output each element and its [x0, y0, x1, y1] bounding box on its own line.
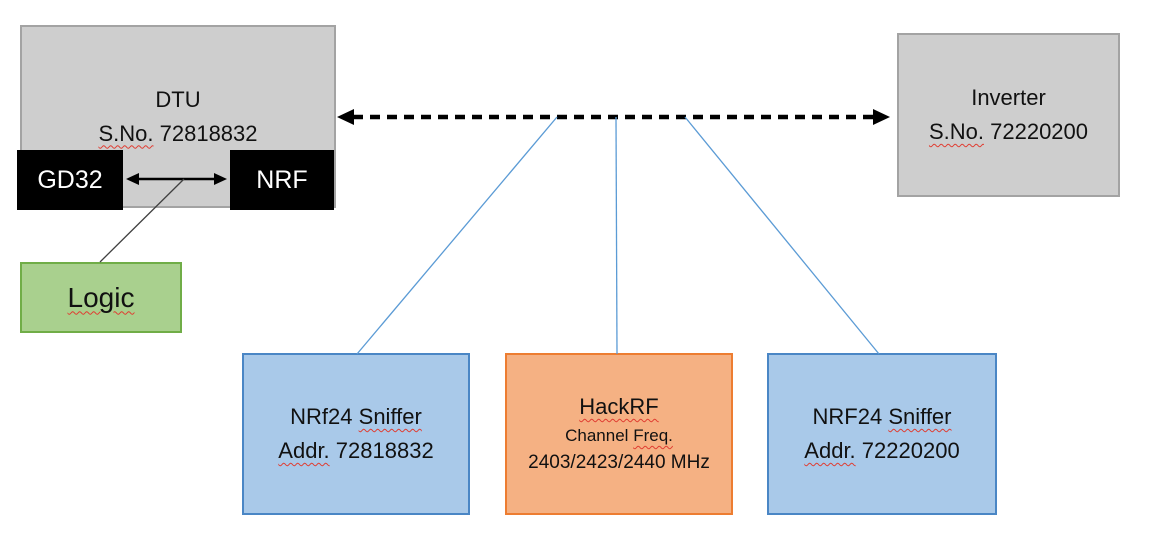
- connector-sniffer-right: [684, 116, 880, 355]
- dtu-serial-label: S.No.: [98, 120, 154, 146]
- dashed-arrowhead-left-icon: [337, 109, 354, 125]
- sniffer-left-title-prefix: NRf24: [290, 404, 353, 429]
- logic-label-line: Logic: [68, 281, 135, 315]
- sniffer-left-title-word: Sniffer: [358, 404, 422, 429]
- dtu-serial-line: S.No. 72818832: [98, 117, 257, 151]
- sniffer-left-node: NRf24 Sniffer Addr. 72818832: [242, 353, 470, 515]
- sniffer-right-title-prefix: NRF24: [812, 404, 883, 429]
- hackrf-title: HackRF: [579, 394, 659, 419]
- sniffer-right-title-word: Sniffer: [888, 404, 952, 429]
- dtu-title: DTU: [155, 86, 201, 112]
- sniffer-right-addr-line: Addr. 72220200: [804, 434, 959, 468]
- logic-label: Logic: [67, 281, 135, 313]
- inverter-serial-value: 72220200: [990, 119, 1089, 144]
- inverter-title: Inverter: [971, 85, 1046, 110]
- connector-hackrf: [615, 116, 618, 355]
- sniffer-right-title-line: NRF24 Sniffer: [813, 400, 952, 434]
- dtu-serial-value: 72818832: [159, 120, 258, 146]
- gd32-chip-node: GD32: [17, 150, 123, 210]
- logic-node: Logic: [20, 262, 182, 333]
- hackrf-node: HackRF Channel Freq. 2403/2423/2440 MHz: [505, 353, 733, 515]
- hackrf-frequencies: 2403/2423/2440 MHz: [528, 452, 710, 473]
- inverter-serial-label: S.No.: [928, 119, 984, 144]
- hackrf-channel-word: Freq.: [633, 426, 673, 445]
- sniffer-right-addr-label: Addr.: [804, 438, 856, 463]
- sniffer-left-addr-line: Addr. 72818832: [278, 434, 433, 468]
- sniffer-left-addr-label: Addr.: [278, 438, 330, 463]
- inverter-node: Inverter S.No. 72220200: [897, 33, 1120, 197]
- sniffer-left-title-line: NRf24 Sniffer: [290, 400, 422, 434]
- hackrf-channel-line: Channel Freq.: [565, 423, 673, 449]
- dtu-inverter-dashed-arrow: [337, 109, 890, 125]
- sniffer-left-addr-value: 72818832: [335, 438, 434, 463]
- dashed-arrowhead-right-icon: [873, 109, 890, 125]
- hackrf-title-line: HackRF: [579, 391, 658, 423]
- connector-sniffer-left: [356, 116, 558, 355]
- hackrf-channel-prefix: Channel: [565, 426, 629, 445]
- sniffer-right-node: NRF24 Sniffer Addr. 72220200: [767, 353, 997, 515]
- nrf-label: NRF: [256, 165, 308, 194]
- sniffer-right-addr-value: 72220200: [861, 438, 960, 463]
- nrf-chip-node: NRF: [230, 150, 334, 210]
- inverter-serial-line: S.No. 72220200: [929, 115, 1088, 149]
- gd32-label: GD32: [37, 165, 103, 194]
